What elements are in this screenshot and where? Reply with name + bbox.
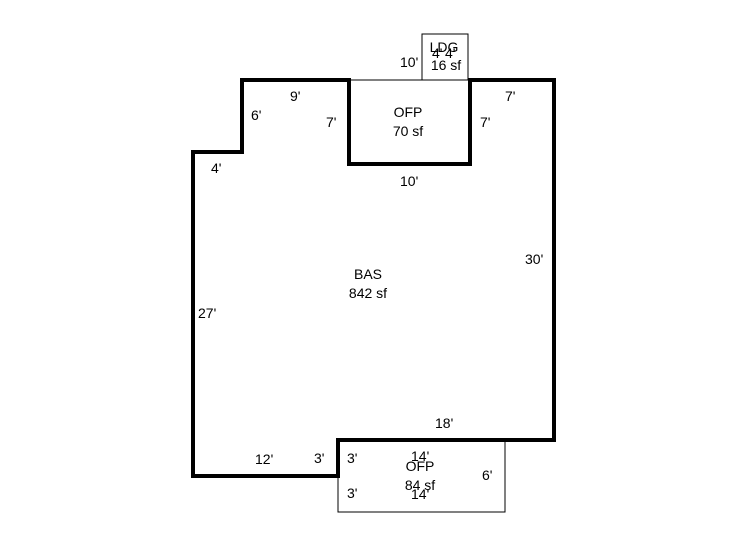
dim-ldg-left: 10' <box>400 54 418 70</box>
dim-ofp-bottom-10: 10' <box>400 173 418 189</box>
dim-bottom-12: 12' <box>255 451 273 467</box>
dim-bottom-18: 18' <box>435 415 453 431</box>
dim-top-right-7: 7' <box>505 88 515 104</box>
ofp-top-area: 70 sf <box>393 123 423 139</box>
bas-outline <box>191 78 556 478</box>
dim-ofp-left-7: 7' <box>326 114 336 130</box>
dim-bottom-3: 3' <box>314 450 324 466</box>
dim-top-left-9: 9' <box>290 88 300 104</box>
dim-ofp2-top-14: 14' <box>411 448 429 464</box>
ofp-bottom-area: 84 sf <box>405 477 435 493</box>
dim-right-30: 30' <box>525 251 543 267</box>
bas-area: 842 sf <box>349 285 387 301</box>
dim-left-step-6: 6' <box>251 107 261 123</box>
bas-code: BAS <box>354 266 382 282</box>
ofp-top-code: OFP <box>394 104 423 120</box>
ldg-area: 16 sf <box>431 57 461 73</box>
dim-left-27: 27' <box>198 305 216 321</box>
ofp-bottom-code: OFP <box>406 458 435 474</box>
dim-ofp-right-7: 7' <box>480 114 490 130</box>
dim-ofp2-left-top-3: 3' <box>347 450 357 466</box>
dim-left-step-4: 4' <box>211 160 221 176</box>
dim-ofp2-left-bottom-3: 3' <box>347 485 357 501</box>
dim-ofp2-bottom-14: 14' <box>411 486 429 502</box>
dim-ldg-b: 4' <box>445 45 455 61</box>
dim-ldg-a: 4' <box>432 45 442 61</box>
ldg-code: LDG <box>430 39 459 55</box>
dim-ofp2-right-6: 6' <box>482 467 492 483</box>
